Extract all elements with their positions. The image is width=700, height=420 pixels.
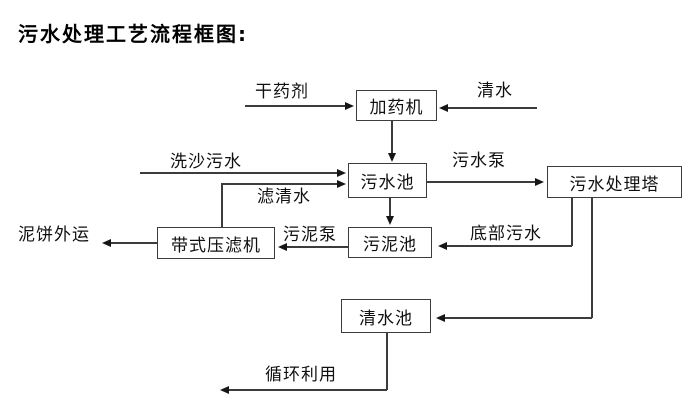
arrow-sludge-pump-line: [287, 246, 348, 248]
arrow-bottom-sewage-head-icon: [438, 242, 447, 250]
node-sewage-pool: 污水池: [348, 163, 427, 198]
arrow-recycling-head-icon: [220, 386, 229, 394]
node-belt-filter-press: 带式压滤机: [157, 227, 275, 259]
label-clean-water: 清水: [477, 81, 513, 101]
arrow-sand-washing-line: [140, 172, 337, 174]
arrow-recycling-line: [229, 389, 387, 391]
label-filtered-water: 滤清水: [257, 187, 311, 207]
arrow-tower-to-clean-line: [445, 317, 592, 319]
label-sand-washing-sewage: 洗沙污水: [170, 152, 242, 172]
arrow-sewage-to-sludge-line: [389, 198, 391, 217]
label-sludge-pump: 污泥泵: [283, 225, 337, 245]
label-sewage-pump: 污水泵: [452, 151, 506, 171]
label-mud-cake-outbound: 泥饼外运: [18, 225, 90, 245]
arrow-sand-washing-head-icon: [337, 169, 346, 177]
node-sludge-pool: 污泥池: [348, 227, 432, 258]
arrow-clean-water-line: [448, 107, 537, 109]
node-dosing-machine: 加药机: [356, 90, 437, 121]
arrow-dry-agent-line: [245, 105, 345, 107]
arrow-sludge-pump-head-icon: [278, 243, 287, 251]
arrow-sewage-pump-line: [427, 181, 535, 183]
arrow-tower-to-clean-head-icon: [436, 314, 445, 322]
arrow-filtered-water-riser: [221, 184, 223, 227]
node-treatment-tower: 污水处理塔: [547, 166, 682, 198]
arrow-sewage-pump-head-icon: [535, 178, 544, 186]
arrow-bottom-sewage-line: [447, 245, 572, 247]
label-bottom-sewage: 底部污水: [470, 224, 542, 244]
node-clean-water-pool: 清水池: [341, 299, 431, 333]
arrow-filtered-water-line: [221, 183, 337, 185]
arrow-sewage-to-sludge-head-icon: [386, 216, 394, 225]
label-dry-agent: 干药剂: [255, 82, 309, 102]
arrow-recycling-riser: [386, 333, 388, 390]
label-recycling: 循环利用: [265, 365, 337, 385]
arrow-clean-water-head-icon: [439, 104, 448, 112]
arrow-dosing-to-sewage-line: [391, 121, 393, 154]
arrow-mud-cake-line: [111, 242, 157, 244]
arrow-mud-cake-head-icon: [102, 239, 111, 247]
arrow-tower-to-clean-riser: [591, 198, 593, 318]
arrow-filtered-water-head-icon: [337, 180, 346, 188]
page-title: 污水处理工艺流程框图:: [18, 22, 248, 46]
arrow-bottom-sewage-riser: [571, 198, 573, 246]
arrow-dosing-to-sewage-head-icon: [388, 153, 396, 162]
arrow-dry-agent-head-icon: [345, 102, 354, 110]
